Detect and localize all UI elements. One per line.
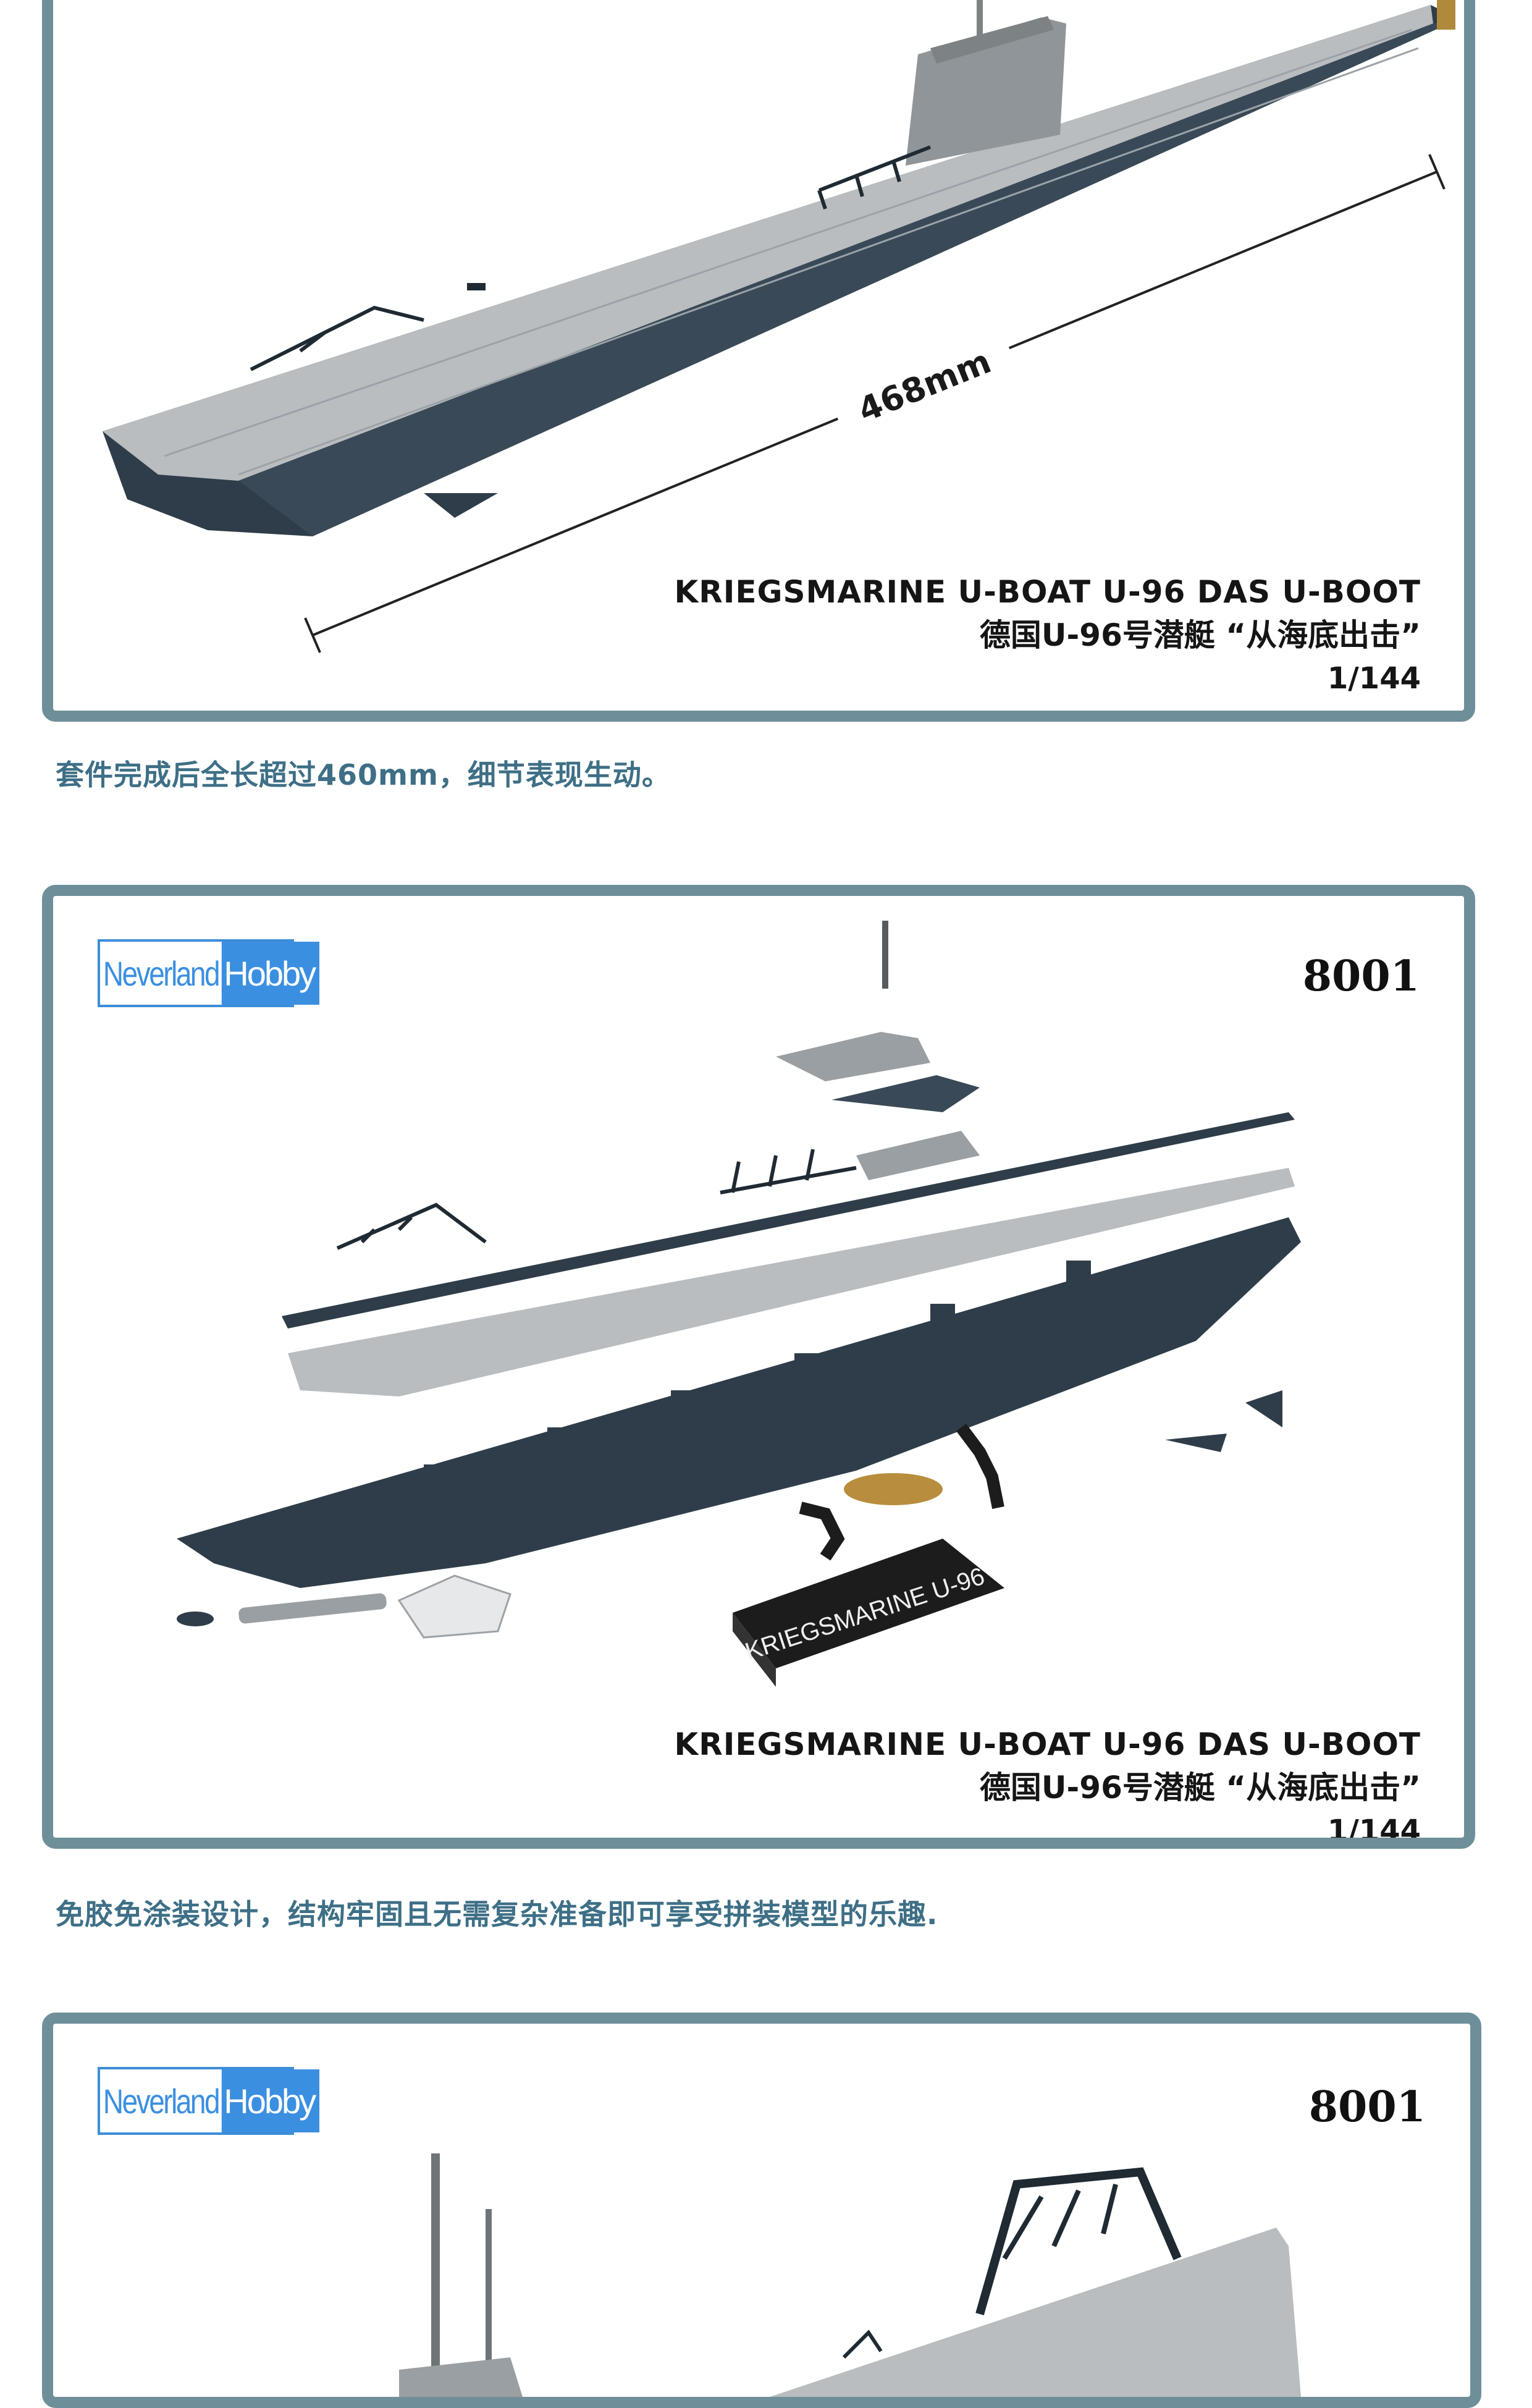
product-code: 8001 <box>1302 952 1420 1001</box>
product-scale: 1/144 <box>1327 661 1421 696</box>
brand-logo-left: Neverland <box>100 2069 222 2132</box>
brand-logo: Neverland Hobby <box>98 939 320 1007</box>
product-title-cn: 德国U-96号潜艇 “从海底出击” <box>979 1770 1421 1806</box>
brand-logo-left: Neverland <box>100 942 222 1005</box>
product-title-block: KRIEGSMARINE U-BOAT U-96 DAS U-BOOT 德国U-… <box>674 1723 1421 1848</box>
submarine-side-illustration: 468mm <box>103 0 1455 653</box>
brand-logo-right: Hobby <box>219 2069 320 2132</box>
brand-logo: Neverland Hobby <box>98 2067 320 2135</box>
product-title-cn: 德国U-96号潜艇 “从海底出击” <box>979 617 1421 653</box>
exploded-parts-illustration: KRIEGSMARINE U-96 <box>177 921 1301 1687</box>
brand-logo-right: Hobby <box>219 942 320 1005</box>
panel-parts-breakdown: Neverland Hobby 8001 <box>42 885 1475 1849</box>
submarine-closeup-illustration <box>399 2153 1301 2397</box>
panel-detail-closeup: Neverland Hobby 8001 <box>42 2013 1481 2408</box>
caption-length: 套件完成后全长超过460mm，细节表现生动。 <box>56 758 671 792</box>
product-scale: 1/144 <box>1327 1814 1421 1848</box>
caption-assembly: 免胶免涂装设计，结构牢固且无需复杂准备即可享受拼装模型的乐趣. <box>56 1898 938 1931</box>
product-title-en: KRIEGSMARINE U-BOAT U-96 DAS U-BOOT <box>674 574 1421 610</box>
product-code: 8001 <box>1308 2082 1426 2132</box>
panel-assembled-model: 468mm KRIEGSMARINE U-BOAT U-96 DAS U-BOO… <box>42 0 1475 722</box>
product-title-block: KRIEGSMARINE U-BOAT U-96 DAS U-BOOT 德国U-… <box>674 570 1421 700</box>
product-title-en: KRIEGSMARINE U-BOAT U-96 DAS U-BOOT <box>674 1726 1421 1762</box>
